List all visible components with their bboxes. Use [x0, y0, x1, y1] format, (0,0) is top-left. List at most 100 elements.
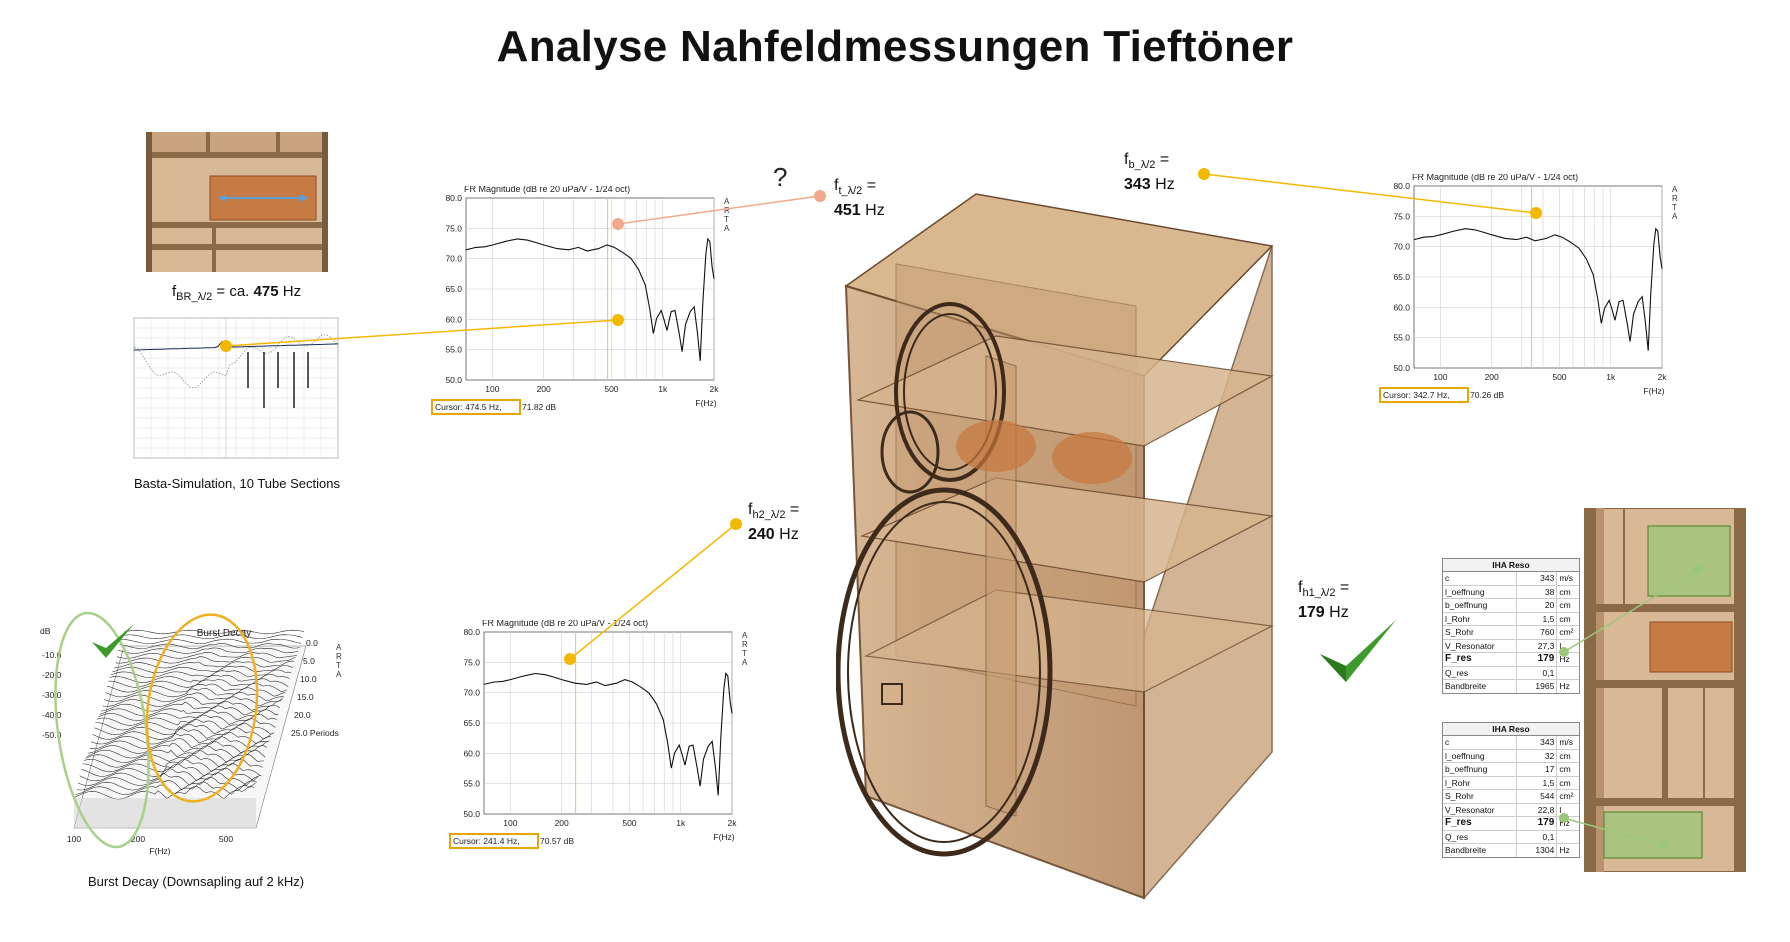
table-header: IHA Reso	[1443, 723, 1579, 736]
y-tick-label: 60.0	[1393, 302, 1410, 312]
marker-ft	[814, 190, 826, 202]
waterfall-line	[93, 722, 275, 735]
table-cell-k: F_res	[1443, 653, 1517, 666]
cursor-text: Cursor: 342.7 Hz,	[1383, 390, 1450, 400]
x-tick-label: 500	[622, 818, 636, 828]
table-cell-v: 20	[1517, 599, 1558, 612]
y-tick-label: 80.0	[445, 193, 462, 203]
waterfall-line	[85, 749, 266, 763]
y-tick-label: 50.0	[445, 375, 462, 385]
table-cell-v: 343	[1517, 736, 1558, 749]
fh1-annotation: fh1_λ/2 = 179 Hz	[1298, 579, 1350, 622]
table-cell-k: l_Rohr	[1443, 612, 1517, 625]
fbr-annotation: fBR_λ/2 = ca. 475 Hz	[172, 283, 302, 303]
orange-highlight	[145, 613, 259, 803]
table-cell-v: 27,3	[1517, 639, 1558, 652]
table-cell-v: 1965	[1517, 680, 1558, 693]
y-tick-label: 50.0	[1393, 363, 1410, 373]
waterfall-line	[101, 700, 282, 712]
arta-label: A	[742, 631, 748, 640]
table-cell-v: 38	[1517, 585, 1558, 598]
y-tick-label: 65.0	[463, 718, 480, 728]
waterfall-line	[78, 772, 259, 786]
cursor-db-text: 70.57 dB	[540, 836, 574, 846]
y-tick-label: 75.0	[463, 657, 480, 667]
table-cell-u: m/s	[1559, 573, 1574, 583]
y-tick-label: 75.0	[445, 223, 462, 233]
x-tick-label: 200	[131, 834, 145, 844]
table-cell-k: F_res	[1443, 817, 1517, 830]
x-tick-label: 2k	[728, 818, 738, 828]
table-cell-v: 1304	[1517, 844, 1558, 857]
y-tick-label: 70.0	[445, 254, 462, 264]
period-tick-label: 25.0 Periods	[291, 728, 339, 738]
waterfall-line	[111, 669, 292, 678]
x-axis-label: F(Hz)	[695, 398, 716, 408]
table-cell-u: l	[1559, 640, 1562, 651]
fh2-annotation: fh2_λ/2 = 240 Hz	[748, 501, 800, 544]
y-tick-label: -30.0	[42, 690, 62, 700]
arta-label: A	[1672, 212, 1678, 221]
cursor-box	[431, 399, 521, 415]
waterfall-line	[118, 647, 299, 654]
x-tick-label: 1k	[1606, 372, 1616, 382]
y-tick-label: -40.0	[42, 710, 62, 720]
arta-label: R	[724, 206, 730, 215]
period-tick-label: 20.0	[294, 710, 311, 720]
table-cell-v: 0,1	[1517, 830, 1558, 843]
table-cell-k: b_oeffnung	[1443, 599, 1517, 612]
table-cell-u: Hz	[1559, 681, 1570, 691]
table-cell-v: 0,1	[1517, 666, 1558, 679]
fr-curve	[465, 237, 715, 361]
arta-label: A	[724, 197, 730, 206]
y-tick-label: 60.0	[445, 314, 462, 324]
arta-label: R	[742, 640, 748, 649]
basta-caption: Basta-Simulation, 10 Tube Sections	[134, 476, 340, 491]
waterfall-line	[79, 768, 260, 782]
cursor-text: Cursor: 474.5 Hz,	[435, 402, 502, 412]
basta-simulation-chart	[118, 308, 344, 470]
table-cell-v: 179	[1517, 817, 1558, 830]
waterfall-line	[119, 643, 300, 649]
table-cell-v: 22,8	[1517, 803, 1558, 816]
fb-annotation: fb_λ/2 = 343 Hz	[1124, 151, 1175, 194]
y-tick-label: 65.0	[1393, 272, 1410, 282]
waterfall-line	[103, 692, 285, 702]
arta-label: A	[724, 224, 730, 233]
period-tick-label: 5.0	[303, 656, 315, 666]
x-tick-label: 2k	[1658, 372, 1668, 382]
waterfall-line	[81, 763, 262, 777]
x-axis-label: F(Hz)	[713, 832, 734, 842]
y-tick-label: 55.0	[1393, 333, 1410, 343]
arta-label: T	[742, 649, 747, 658]
table-cell-k: S_Rohr	[1443, 790, 1517, 803]
table-cell-k: Q_res	[1443, 666, 1517, 679]
table-cell-k: l_Rohr	[1443, 776, 1517, 789]
arta-label: T	[1672, 203, 1677, 212]
period-tick-label: 0.0	[306, 638, 318, 648]
y-tick-label: 70.0	[1393, 242, 1410, 252]
cursor-db-text: 70.26 dB	[1470, 390, 1504, 400]
fr-curve	[1413, 227, 1663, 351]
period-tick-label: 15.0	[297, 692, 314, 702]
waterfall-line	[113, 660, 295, 669]
table-cell-u	[1557, 667, 1579, 680]
x-tick-label: 200	[555, 818, 569, 828]
table-cell-v: 544	[1517, 790, 1558, 803]
arta-label: T	[336, 661, 341, 670]
table-cell-k: Bandbreite	[1443, 844, 1517, 857]
y-tick-label: 70.0	[463, 688, 480, 698]
burst-title: Burst Decay	[197, 628, 251, 639]
table-cell-u: Hz	[1559, 818, 1570, 828]
burst-y-label: dB	[40, 626, 51, 636]
